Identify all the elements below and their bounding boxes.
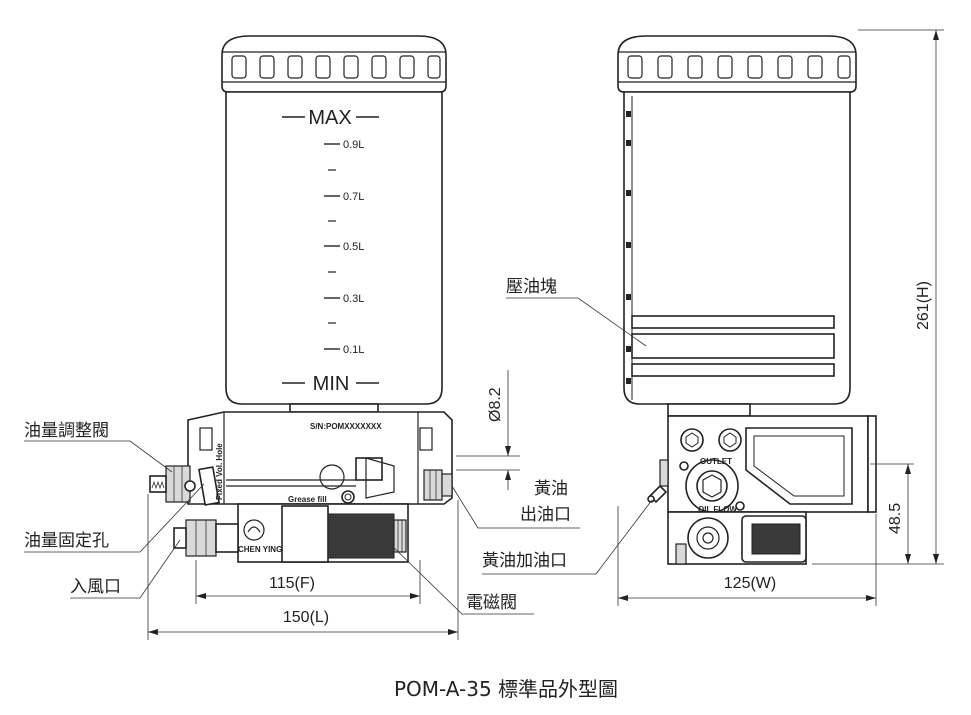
front-tank — [225, 91, 443, 405]
grease-outlet-fitting — [423, 469, 453, 501]
grease-fill-mark: Grease fill — [288, 495, 327, 504]
brand-mark: CHEN YING — [238, 545, 282, 554]
dim-height: 261(H) — [915, 281, 932, 330]
label-oil-adjust-valve: 油量調整閥 — [24, 421, 109, 440]
outlet-mark: OUTLET — [700, 457, 732, 466]
scale-0-3: 0.3L — [343, 293, 364, 305]
scale-0-1: 0.1L — [343, 344, 364, 356]
label-pressure-block: 壓油塊 — [506, 277, 557, 296]
serial-mark: S/N:POMXXXXXXX — [310, 422, 382, 431]
dim-front: 115(F) — [269, 575, 315, 592]
dim-length: 150(L) — [283, 609, 329, 626]
label-solenoid-valve: 電磁閥 — [466, 593, 517, 612]
side-lid — [617, 35, 857, 93]
label-air-inlet: 入風口 — [70, 577, 121, 596]
max-label: MAX — [308, 107, 351, 129]
front-lid — [221, 35, 447, 93]
pressure-block — [631, 315, 835, 377]
dim-outlet-height: 48.5 — [887, 503, 904, 534]
label-grease-fill-port: 黃油加油口 — [482, 551, 567, 570]
front-view: MAX MIN 0.9L 0.7L 0.5L 0.3L 0.1L — [149, 35, 453, 563]
grease-fill-port — [647, 459, 669, 504]
side-scale-marks — [626, 111, 631, 384]
dimension-lines: 115(F) 150(L) Ø8.2 125(W) 261(H) — [147, 29, 944, 640]
dim-width: 125(W) — [724, 575, 776, 592]
oil-adjust-valve — [149, 465, 196, 503]
scale-0-9: 0.9L — [343, 139, 364, 151]
callouts: 油量調整閥 油量固定孔 入風口 黃油 出油口 黃油加油口 電磁閥 壓油塊 — [24, 277, 653, 615]
scale-0-7: 0.7L — [343, 191, 364, 203]
side-pump-body: OUTLET OIL FLOW — [667, 415, 877, 514]
label-oil-fixed-hole: 油量固定孔 — [24, 531, 109, 550]
scale-0-5: 0.5L — [343, 241, 364, 253]
front-solenoid: CHEN YING — [237, 503, 409, 563]
tank-scale: 0.9L 0.7L 0.5L 0.3L 0.1L — [324, 139, 364, 356]
min-label: MIN — [313, 373, 350, 395]
dim-diameter: Ø8.2 — [487, 387, 504, 422]
fixed-vol-mark: Fixed Vol. Hole — [215, 443, 224, 500]
label-grease-outlet-1: 黃油 — [534, 479, 568, 498]
label-grease-outlet-2: 出油口 — [520, 505, 571, 524]
oil-flow-mark: OIL FLOW — [698, 505, 737, 514]
drawing-title: POM-A-35 標準品外型圖 — [394, 677, 618, 701]
side-solenoid — [667, 511, 807, 565]
side-view: OUTLET OIL FLOW — [617, 35, 877, 565]
air-inlet-fitting — [173, 519, 239, 557]
front-pump-body: S/N:POMXXXXXXX Grease fill Fixed Vol. Ho… — [187, 411, 453, 506]
